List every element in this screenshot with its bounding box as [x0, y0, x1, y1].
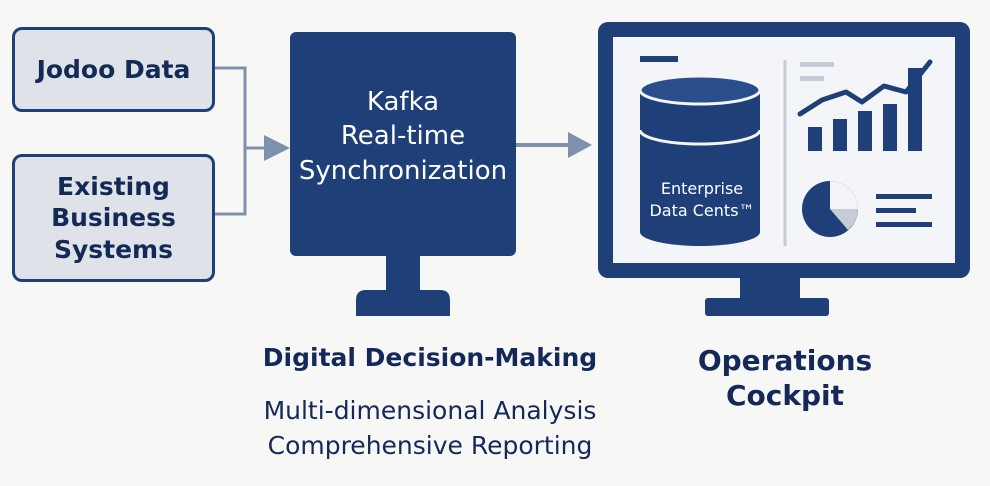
source-connector: [215, 66, 268, 216]
kafka-line-3: Synchronization: [298, 155, 508, 186]
arrow-to-kafka-icon: [264, 135, 290, 161]
decision-line-2: Comprehensive Reporting: [267, 431, 593, 460]
database-icon: [638, 74, 762, 246]
kafka-label: Kafka Real-time Synchronization: [290, 85, 516, 188]
kafka-line-1: Kafka: [366, 87, 440, 117]
existing-label-line-3: Systems: [53, 234, 173, 264]
database-label-line-1: Enterprise: [660, 179, 744, 198]
cockpit-line-2: Cockpit: [725, 379, 845, 412]
existing-label-line-1: Existing: [57, 172, 170, 202]
pie-chart-icon: [802, 181, 858, 237]
list-lines-icon: [876, 194, 932, 227]
jodoo-data-label: Jodoo Data: [36, 54, 191, 84]
jodoo-data-box: Jodoo Data: [12, 27, 215, 112]
kafka-line-2: Real-time: [340, 121, 466, 152]
screen-header-dash: [640, 56, 678, 62]
decision-line-1: Multi-dimensional Analysis: [263, 396, 597, 425]
arrow-to-cockpit-icon: [568, 132, 592, 158]
trend-line-icon: [797, 59, 933, 117]
cockpit-line-1: Operations: [697, 344, 873, 377]
operations-cockpit-caption: Operations Cockpit: [660, 343, 910, 413]
screen-gray-line-1: [800, 62, 834, 67]
existing-label-line-2: Business: [51, 203, 176, 233]
existing-business-systems-box: Existing Business Systems: [12, 154, 215, 282]
database-label-line-2: Data Cents™: [649, 201, 755, 221]
screen-gray-line-2: [800, 76, 824, 81]
database-label: Enterprise Data Cents™: [632, 178, 772, 223]
kafka-monitor-icon: [290, 32, 516, 316]
decision-making-title: Digital Decision-Making: [262, 343, 598, 372]
decision-making-details: Multi-dimensional Analysis Comprehensive…: [230, 393, 630, 463]
